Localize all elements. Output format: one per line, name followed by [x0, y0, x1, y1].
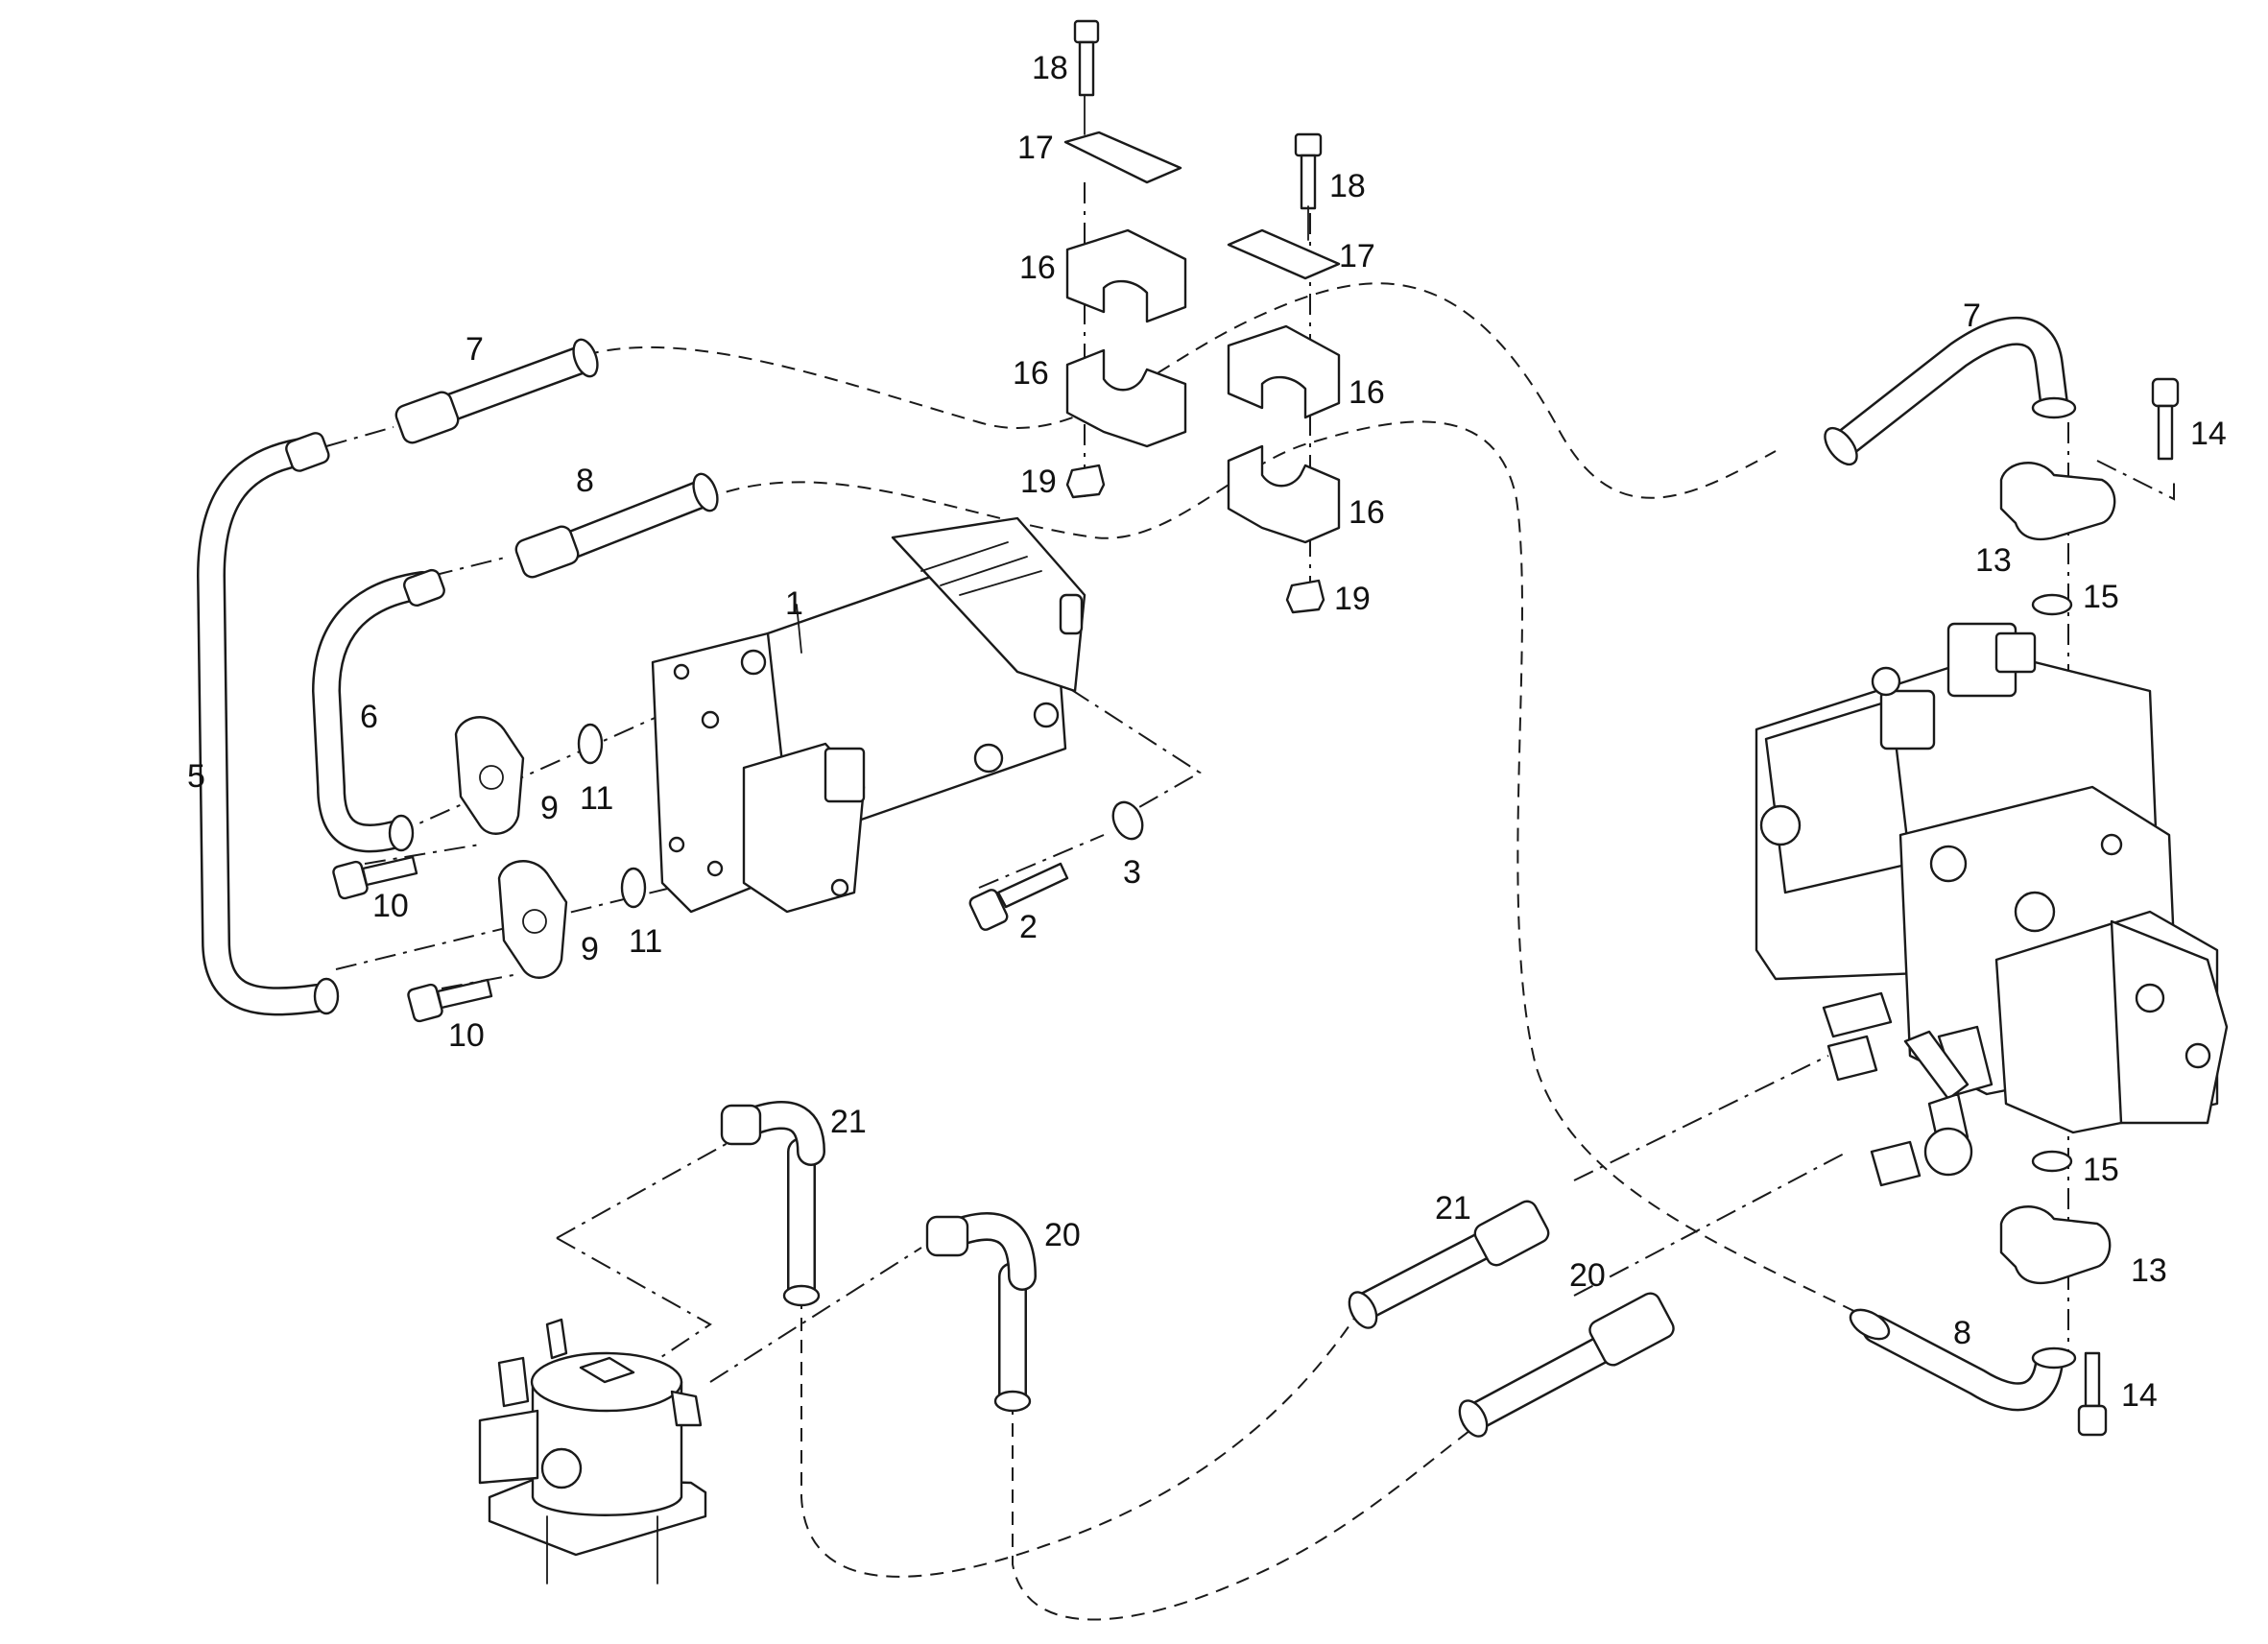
callout-2: 2 [1019, 909, 1038, 945]
callout-19-right: 19 [1334, 581, 1371, 617]
hose-21-bottom [720, 1101, 825, 1307]
callout-13-top: 13 [1975, 542, 2012, 579]
screw-10-top [332, 855, 418, 900]
flange-13-bottom [1999, 1205, 2112, 1285]
callout-15-top: 15 [2083, 579, 2119, 615]
callout-21-center: 21 [1435, 1190, 1471, 1227]
hose-6 [311, 568, 445, 853]
hose-20-center [1458, 1292, 1675, 1438]
callout-labels: 1 2 3 5 6 7 7 8 8 9 9 10 10 11 11 13 13 … [187, 50, 2227, 1414]
washer-3 [1111, 800, 1144, 841]
callout-16-right-upper: 16 [1349, 374, 1385, 411]
callout-18-left: 18 [1032, 50, 1068, 86]
callout-3: 3 [1123, 854, 1141, 891]
callout-1: 1 [785, 585, 803, 622]
callout-9-top: 9 [540, 790, 559, 826]
flange-9-top [454, 716, 525, 835]
nut-19-left [1065, 464, 1106, 499]
callout-19-left: 19 [1020, 464, 1057, 500]
hose-5 [196, 432, 340, 1016]
hose-8-right [1849, 1308, 2077, 1412]
callout-20-bottom: 20 [1044, 1217, 1081, 1253]
callout-6: 6 [360, 699, 378, 735]
callout-10-bottom: 10 [448, 1017, 485, 1054]
callout-13-bottom: 13 [2131, 1252, 2167, 1289]
callout-5: 5 [187, 758, 205, 795]
hydraulic-pump [1755, 622, 2229, 1177]
callout-16-left-upper: 16 [1019, 250, 1056, 286]
hose-7-right [1824, 316, 2077, 466]
callout-11-top: 11 [580, 780, 613, 817]
screw-14-top [2151, 377, 2180, 461]
plate-17-left [1063, 131, 1182, 184]
hose-8-left [514, 472, 719, 579]
screw-14-bottom [2077, 1351, 2108, 1437]
bolt-18-right [1294, 132, 1323, 210]
callout-17-left: 17 [1017, 130, 1054, 166]
callout-8-left: 8 [576, 463, 594, 499]
callout-11-bottom: 11 [629, 923, 662, 960]
hose-21-center [1348, 1200, 1550, 1329]
screw-2 [968, 862, 1069, 931]
callout-21-bottom: 21 [830, 1104, 867, 1140]
callout-16-right-lower: 16 [1349, 494, 1385, 531]
clamp-16-right-lower [1227, 444, 1341, 544]
hose-7-left [394, 338, 599, 444]
callout-18-right: 18 [1329, 168, 1366, 204]
fitting-elbow-right [1826, 1035, 1922, 1187]
callout-20-center: 20 [1569, 1257, 1606, 1294]
nut-19-right [1285, 579, 1325, 614]
oring-11-top [577, 723, 604, 765]
callout-14-bottom: 14 [2121, 1377, 2158, 1414]
callout-14-top: 14 [2190, 416, 2227, 452]
routing-lines [325, 173, 2175, 1621]
callout-7-left: 7 [466, 331, 484, 368]
clamp-16-right-upper [1227, 324, 1341, 419]
flange-13-top [1999, 462, 2116, 541]
callout-17-right: 17 [1339, 238, 1375, 274]
flange-9-bottom [497, 860, 568, 979]
filter-unit [478, 1318, 707, 1584]
leader-lines [796, 95, 1309, 654]
screw-10-bottom [407, 978, 493, 1023]
hose-20-bottom [925, 1212, 1037, 1413]
clamp-16-left-upper [1065, 228, 1187, 323]
callout-16-left-lower: 16 [1013, 355, 1049, 392]
callout-8-right: 8 [1953, 1315, 1971, 1351]
callout-9-bottom: 9 [581, 931, 599, 967]
callout-15-bottom: 15 [2083, 1152, 2119, 1188]
plate-17-right [1227, 228, 1341, 280]
ring-15-top [2031, 593, 2073, 616]
ring-15-bottom [2031, 1150, 2073, 1173]
callout-10-top: 10 [372, 888, 409, 924]
oring-11-bottom [620, 867, 647, 909]
hydraulic-motor [651, 516, 1086, 914]
clamp-16-left-lower [1065, 348, 1187, 448]
bolt-18-left [1073, 19, 1100, 97]
callout-7-right: 7 [1963, 298, 1981, 334]
